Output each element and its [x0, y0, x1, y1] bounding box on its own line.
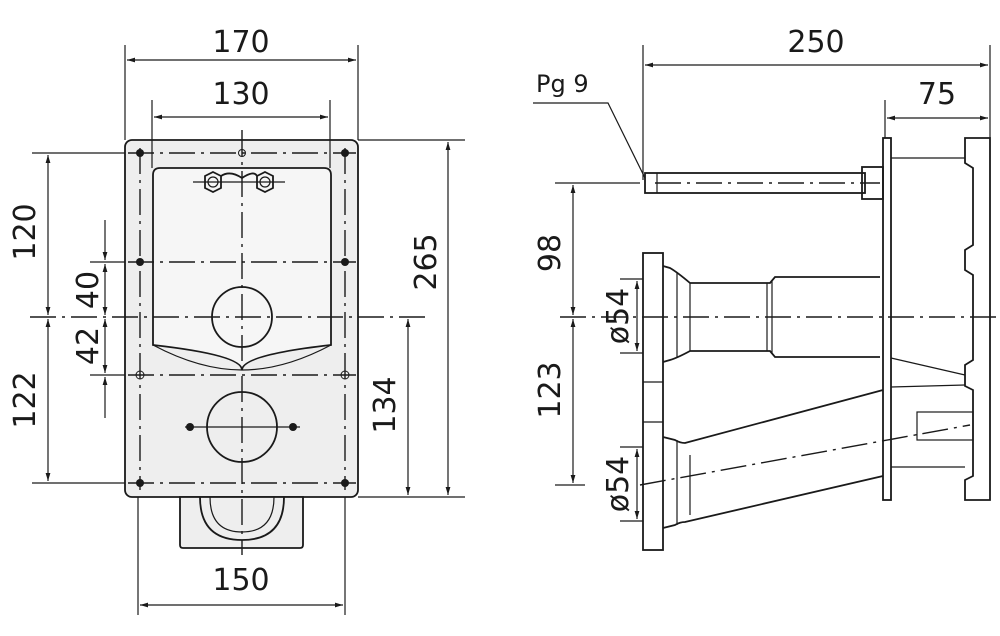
- upper-pipe-opening: [211, 286, 273, 348]
- front-view: 170 130 150 120 122 40 42: [8, 25, 465, 615]
- dim-overall-depth: 250: [787, 25, 844, 60]
- dim-upper-offset: 40: [71, 271, 106, 309]
- wall-plate: [882, 137, 892, 501]
- upper-pipe: [662, 265, 880, 363]
- dim-bracket-width: 150: [212, 563, 269, 598]
- dim-overall-width: 170: [212, 25, 269, 60]
- front-dimensions: 170 130 150 120 122 40 42: [8, 25, 465, 615]
- dim-center-to-bottom: 134: [368, 376, 403, 433]
- dim-overall-height: 265: [409, 233, 444, 290]
- cable-gland-icons: [193, 170, 285, 194]
- dim-housing-depth: 75: [918, 77, 956, 112]
- dim-rod-to-center: 98: [533, 234, 568, 272]
- housing: [964, 137, 991, 501]
- dim-upper-diameter: ø54: [601, 288, 636, 345]
- lower-pipe: [662, 389, 884, 529]
- mounting-holes: [135, 149, 350, 487]
- dim-upper-height: 120: [8, 203, 43, 260]
- side-dimensions: 250 75 98 123 ø54 ø54 Pg 9: [533, 25, 991, 522]
- side-view: 250 75 98 123 ø54 ø54 Pg 9: [533, 25, 1000, 551]
- pipe-flange: [642, 252, 664, 551]
- gland-label: Pg 9: [536, 70, 589, 98]
- dim-inner-width: 130: [212, 77, 269, 112]
- dim-lower-diameter: ø54: [601, 456, 636, 513]
- dim-lower-offset: 42: [71, 327, 106, 365]
- dim-center-to-lower: 123: [533, 361, 568, 418]
- dim-lower-height: 122: [8, 371, 43, 428]
